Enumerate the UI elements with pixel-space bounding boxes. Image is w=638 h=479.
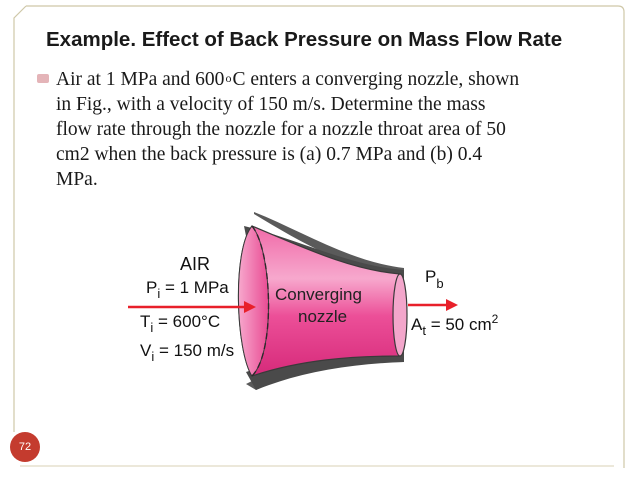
body-line-4: cm2 when the back pressure is (a) 0.7 MP… [56,144,483,165]
slide-title: Example. Effect of Back Pressure on Mass… [46,28,563,51]
problem-statement: Air at 1 MPa and 600oC enters a convergi… [37,66,596,192]
body-line-5: MPa. [56,169,98,190]
page-number: 72 [10,432,40,462]
body-line-1: Air at 1 MPa and 600oC enters a convergi… [56,69,520,90]
bullet-icon [37,74,49,83]
page-number-badge: 72 [10,432,40,462]
body-line-3: flow rate through the nozzle for a nozzl… [56,119,506,140]
body-line-2: in Fig., with a velocity of 150 m/s. Det… [56,94,486,115]
